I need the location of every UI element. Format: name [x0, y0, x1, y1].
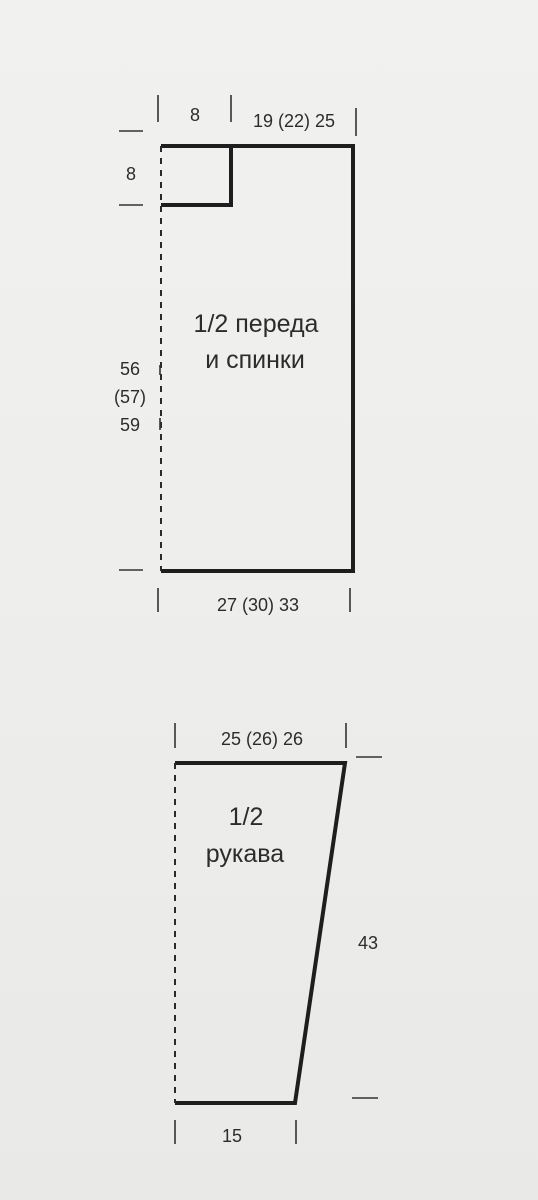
sleeve-pattern: 25 (26) 26 1/2 рукава 43 15 — [174, 723, 382, 1146]
sleeve-title-line1: 1/2 — [229, 803, 264, 831]
sleeve-title-line2: рукава — [206, 840, 285, 868]
body-height-label-1: 56 — [120, 359, 140, 379]
body-top-left-width-label: 8 — [190, 105, 200, 125]
sleeve-top-width-label: 25 (26) 26 — [221, 729, 303, 749]
body-outline — [161, 144, 355, 573]
sleeve-dimension-ticks — [174, 723, 382, 1144]
sleeve-length-label: 43 — [358, 933, 378, 953]
body-pattern: 8 19 (22) 25 8 1/2 переда и спинки 56 (5… — [114, 95, 357, 615]
sleeve-bottom-width-label: 15 — [222, 1126, 242, 1146]
body-title-line2: и спинки — [205, 346, 305, 374]
body-height-label-2: (57) — [114, 387, 146, 407]
body-neck-depth-label: 8 — [126, 164, 136, 184]
body-top-right-width-label: 19 (22) 25 — [253, 111, 335, 131]
sleeve-outline — [175, 761, 348, 1105]
body-neckline — [161, 146, 233, 207]
body-bottom-width-label: 27 (30) 33 — [217, 595, 299, 615]
body-height-label-3: 59 — [120, 415, 140, 435]
body-title-line1: 1/2 переда — [194, 310, 319, 338]
body-dimension-ticks — [119, 95, 357, 612]
